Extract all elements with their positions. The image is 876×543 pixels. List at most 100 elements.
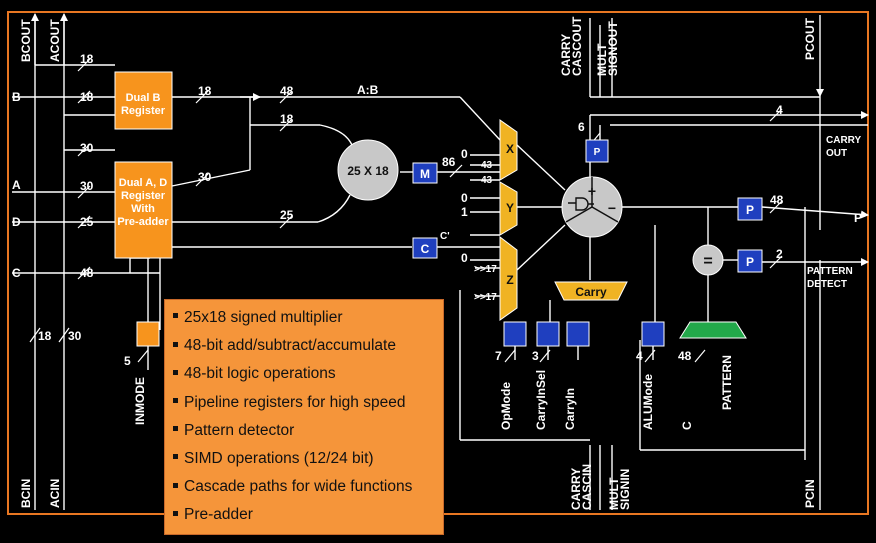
c-input-label: C <box>12 266 21 280</box>
width-carryinsel: 3 <box>532 349 539 363</box>
bus-width-labels: 18 18 18 48 18 30 30 30 25 25 48 86 43 4… <box>38 52 784 368</box>
p-register-pattern-label: P <box>746 255 754 269</box>
carryin-label: CarryIn <box>563 388 577 430</box>
feature-text: 25x18 signed multiplier <box>184 309 343 326</box>
feature-item: 48-bit logic operations <box>173 360 443 388</box>
width-acin: 30 <box>68 329 82 343</box>
feature-item: SIMD operations (12/24 bit) <box>173 445 443 473</box>
p-register: P <box>737 197 763 221</box>
width-z-17a: >>17 <box>474 264 497 275</box>
feature-item: Cascade paths for wide functions <box>173 473 443 501</box>
mux-y-label: Y <box>506 201 514 215</box>
carrycascin-label: CARRYCASCIN <box>569 464 594 510</box>
feature-text: Pattern detector <box>184 421 295 439</box>
width-m-86: 86 <box>442 155 456 169</box>
bullet-icon <box>173 426 178 432</box>
svg-text:−: − <box>608 200 616 216</box>
feature-item: 25x18 signed multiplier <box>173 304 443 332</box>
width-a-in: 30 <box>80 179 94 193</box>
b-input-label: B <box>12 90 21 104</box>
feature-text: Cascade paths for wide functions <box>184 478 413 496</box>
c-register: C <box>412 237 438 259</box>
width-z-17b: >>17 <box>474 292 497 303</box>
bullet-icon <box>173 454 178 460</box>
mux-x: X <box>499 119 518 181</box>
width-b-in: 18 <box>80 90 94 104</box>
pcin-label: PCIN <box>803 479 817 508</box>
y-input-one: 1 <box>461 205 468 219</box>
m-register: M <box>412 162 438 184</box>
feature-text: Pre-adder <box>184 506 253 524</box>
p-register-label: P <box>746 203 754 217</box>
bullet-icon <box>173 369 178 375</box>
width-ad-mult: 25 <box>280 208 294 222</box>
width-pattern-det: 2 <box>776 247 783 261</box>
m-register-label: M <box>420 167 430 181</box>
inmode-register <box>136 321 160 347</box>
bullet-icon <box>173 510 178 516</box>
width-bcin: 18 <box>38 329 52 343</box>
feature-item: 48-bit add/subtract/accumulate <box>173 332 443 360</box>
acin-label: ACIN <box>48 479 62 508</box>
bcin-label: BCIN <box>19 479 33 508</box>
bcout-label: BCOUT <box>19 19 33 62</box>
feature-text: SIMD operations (12/24 bit) <box>184 449 374 467</box>
multsignin-label: MULTSIGNIN <box>607 469 632 510</box>
pattern-detector: = <box>692 244 724 276</box>
alumode-label: ALUMode <box>641 374 655 430</box>
pcout-label: PCOUT <box>803 17 817 60</box>
width-b-mult: 18 <box>280 112 294 126</box>
carryin-register <box>566 321 590 347</box>
feature-list-box: 25x18 signed multiplier 48-bit add/subtra… <box>164 299 444 535</box>
opmode-label: OpMode <box>499 382 513 430</box>
width-inmode: 5 <box>124 354 131 368</box>
width-carryout: 4 <box>776 103 783 117</box>
a-input-label: A <box>12 178 21 192</box>
width-opmode: 7 <box>495 349 502 363</box>
pattern-mux <box>679 321 747 339</box>
p-register-carry-label: P <box>594 147 601 158</box>
opmode-register <box>503 321 527 347</box>
control-labels: INMODE OpMode CarryInSel CarryIn ALUMode… <box>133 355 734 430</box>
c-register-label: C <box>421 242 430 256</box>
z-input-zero: 0 <box>461 251 468 265</box>
bullet-icon <box>173 397 178 403</box>
width-p6: 6 <box>578 120 585 134</box>
port-labels: BCOUT ACOUT CARRYCASCOUT MULTSIGNOUT PCO… <box>12 16 862 510</box>
svg-text:+: + <box>588 183 596 199</box>
ab-label: A:B <box>357 83 379 97</box>
alu-adder: + − <box>561 176 623 238</box>
feature-item: Pattern detector <box>173 417 443 445</box>
p-register-pattern: P <box>737 249 763 273</box>
y-input-zero: 0 <box>461 191 468 205</box>
width-bcout: 18 <box>80 52 94 66</box>
bullet-icon <box>173 482 178 488</box>
mux-y: Y <box>499 181 518 236</box>
feature-text: 48-bit add/subtract/accumulate <box>184 337 396 355</box>
width-alumode: 4 <box>636 349 643 363</box>
width-a-30-top: 30 <box>80 141 94 155</box>
p-register-carry: P <box>585 139 609 163</box>
c-bottom-label: C <box>680 421 694 430</box>
x-input-zero: 0 <box>461 147 468 161</box>
pattern-label: PATTERN <box>720 355 734 410</box>
width-pattern: 48 <box>678 349 692 363</box>
mux-x-label: X <box>506 142 514 156</box>
width-d-in: 25 <box>80 215 94 229</box>
feature-item: Pipeline registers for high speed <box>173 389 443 417</box>
feature-text: Pipeline registers for high speed <box>184 393 406 411</box>
width-m-43b: 43 <box>481 175 493 186</box>
multiplier-label: 25 X 18 <box>347 164 389 178</box>
mux-z-label: Z <box>506 273 513 287</box>
carrycascout-label: CARRYCASCOUT <box>559 16 584 76</box>
equals-label: = <box>703 253 712 270</box>
width-b-48: 48 <box>280 84 294 98</box>
multiplier: 25 X 18 <box>337 139 399 201</box>
feature-item: Pre-adder <box>173 501 443 529</box>
